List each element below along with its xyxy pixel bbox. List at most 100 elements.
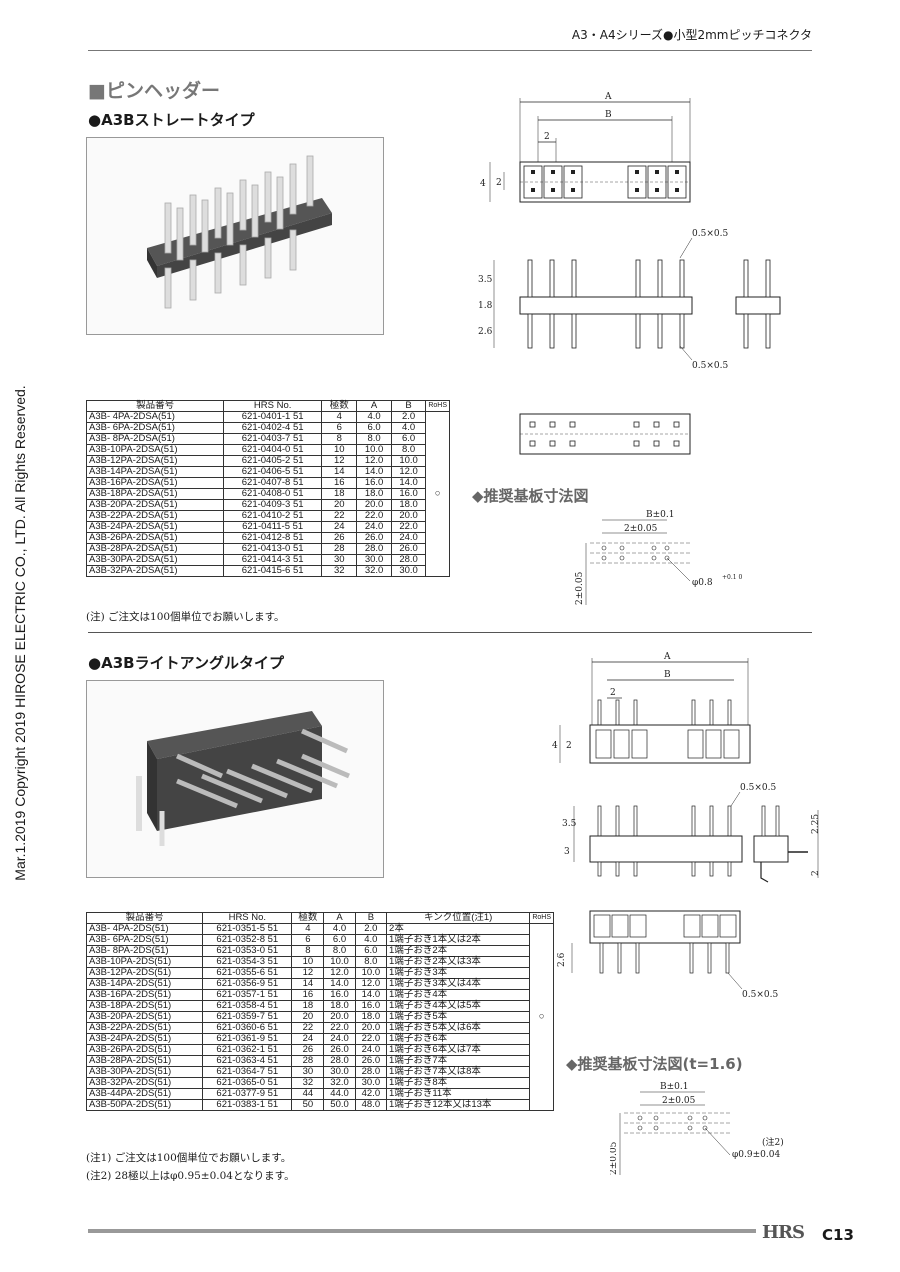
table-cell: 621-0363-4 51	[202, 1055, 293, 1067]
table-cell: 8.0	[354, 956, 388, 968]
col-hrs-no: HRS No.	[223, 400, 323, 412]
table-cell: 1端子おき8本	[386, 1077, 531, 1089]
header-rule	[88, 50, 812, 51]
table-cell: 24.0	[323, 1033, 356, 1045]
rohs-mark: ○	[434, 488, 441, 499]
table-cell: A3B- 4PA-2DS(51)	[85, 923, 204, 935]
ra-dim-225-label: 2.25	[811, 814, 821, 834]
table-cell: 10.0	[354, 967, 388, 979]
table-cell: 621-0411-5 51	[223, 521, 323, 533]
rohs-cell: ○	[529, 923, 554, 1111]
table-cell: 621-0402-4 51	[223, 422, 323, 434]
table-cell: 621-0365-0 51	[202, 1077, 293, 1089]
footer-bar	[88, 1229, 756, 1233]
table-cell: 6.0	[354, 945, 388, 957]
table-cell: 22.0	[323, 1022, 356, 1034]
table-cell: 30	[291, 1066, 325, 1078]
table-cell: 26.0	[390, 543, 427, 555]
pcb2-b-tolerance: B±0.1	[660, 1082, 688, 1092]
table-cell: A3B-28PA-2DSA(51)	[85, 543, 225, 555]
table-cell: 1端子おき11本	[386, 1088, 531, 1100]
dim-26-label: 2.6	[478, 327, 493, 337]
ra-dim-2v-label: 2	[566, 741, 572, 751]
table-cell: A3B- 6PA-2DS(51)	[85, 934, 204, 946]
table-cell: 621-0415-6 51	[223, 565, 323, 577]
straight-bottom-view-drawing	[518, 410, 698, 460]
table-cell: A3B- 8PA-2DS(51)	[85, 945, 204, 957]
hrs-logo: HRS	[762, 1222, 805, 1243]
table-cell: 4.0	[356, 411, 392, 423]
table-cell: A3B-32PA-2DSA(51)	[85, 565, 225, 577]
table-cell: 20.0	[390, 510, 427, 522]
sq-label-top: 0.5×0.5	[692, 229, 728, 239]
table-cell: 20	[321, 499, 358, 511]
ra-col-rohs: RoHS	[529, 912, 554, 924]
table-cell: 12.0	[354, 978, 388, 990]
table-cell: A3B-12PA-2DS(51)	[85, 967, 204, 979]
table-cell: 621-0409-3 51	[223, 499, 323, 511]
table-cell: 44	[291, 1088, 325, 1100]
table-cell: A3B-10PA-2DS(51)	[85, 956, 204, 968]
right-angle-note-1: (注1) ご注文は100個単位でお願いします。	[86, 1152, 292, 1164]
table-cell: 1端子おき2本	[386, 945, 531, 957]
table-cell: A3B-26PA-2DS(51)	[85, 1044, 204, 1056]
table-cell: 16.0	[356, 477, 392, 489]
col-part-number: 製品番号	[85, 400, 225, 412]
right-angle-note-2: (注2) 28極以上はφ0.95±0.04となります。	[86, 1170, 295, 1182]
table-cell: 28.0	[323, 1055, 356, 1067]
table-cell: 30.0	[356, 554, 392, 566]
ra-dim-2-label: 2	[811, 870, 821, 876]
table-cell: 30.0	[354, 1077, 388, 1089]
table-cell: 621-0358-4 51	[202, 1000, 293, 1012]
pcb1-pitch-tolerance: 2±0.05	[624, 524, 658, 534]
table-cell: 50	[291, 1099, 325, 1111]
table-cell: 1端子おき4本	[386, 989, 531, 1001]
table-cell: 621-0403-7 51	[223, 433, 323, 445]
right-angle-header-photo	[86, 680, 384, 878]
table-cell: 14.0	[323, 978, 356, 990]
table-cell: 44.0	[323, 1088, 356, 1100]
table-cell: A3B-32PA-2DS(51)	[85, 1077, 204, 1089]
table-cell: 621-0353-0 51	[202, 945, 293, 957]
table-cell: 22.0	[390, 521, 427, 533]
table-cell: 26.0	[354, 1055, 388, 1067]
table-cell: 621-0351-5 51	[202, 923, 293, 935]
table-cell: 22.0	[354, 1033, 388, 1045]
table-cell: 621-0354-3 51	[202, 956, 293, 968]
table-cell: A3B-16PA-2DSA(51)	[85, 477, 225, 489]
table-cell: 20.0	[354, 1022, 388, 1034]
table-cell: 24	[321, 521, 358, 533]
pcb1-hole-tolerance: +0.1 0	[722, 574, 742, 581]
pcb2-hole-size: φ0.9±0.04	[732, 1150, 780, 1160]
table-cell: 10.0	[356, 444, 392, 456]
table-cell: 20.0	[356, 499, 392, 511]
table-cell: 24.0	[354, 1044, 388, 1056]
table-cell: A3B-24PA-2DSA(51)	[85, 521, 225, 533]
table-cell: A3B-20PA-2DSA(51)	[85, 499, 225, 511]
rohs-cell: ○	[425, 411, 450, 577]
straight-header-photo	[86, 137, 384, 335]
table-cell: 621-0406-5 51	[223, 466, 323, 478]
right-angle-bottom-view-drawing: 2.6 0.5×0.5	[556, 905, 806, 1005]
table-cell: 621-0377-9 51	[202, 1088, 293, 1100]
straight-spec-table: 製品番号 HRS No. 極数 A B RoHS A3B- 4PA-2DSA(5…	[85, 400, 450, 577]
table-cell: 1端子おき7本	[386, 1055, 531, 1067]
table-cell: 621-0364-7 51	[202, 1066, 293, 1078]
ra-sq-label-top: 0.5×0.5	[740, 783, 776, 793]
table-cell: A3B-16PA-2DS(51)	[85, 989, 204, 1001]
table-cell: 8	[291, 945, 325, 957]
